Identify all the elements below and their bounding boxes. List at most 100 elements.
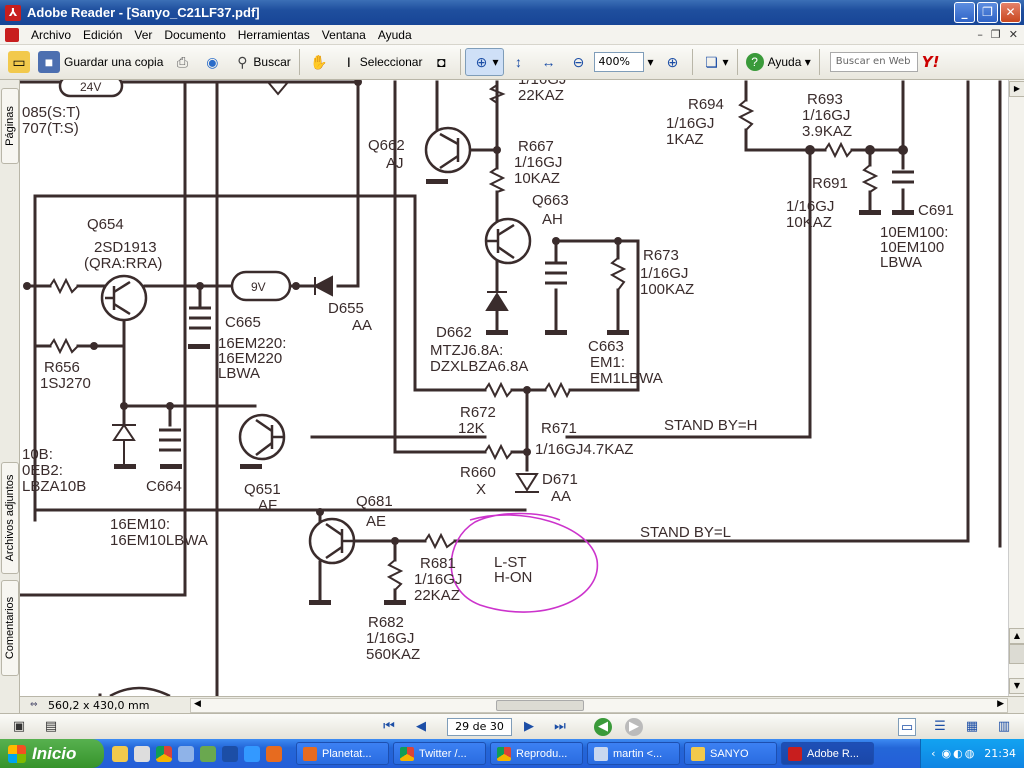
save-copy-label: Guardar una copia: [64, 55, 164, 69]
schematic-label: R667: [518, 138, 554, 155]
page-navigation-bar: ▣ ▤ ⏮ ◀ 29 de 30 ▶ ⏭ ◀ ▶ ▭ ☰ ▦ ▥: [0, 713, 1024, 739]
tab-pages[interactable]: Páginas: [1, 88, 19, 164]
horizontal-scroll-thumb[interactable]: [496, 700, 584, 711]
schematic-label: C664: [146, 478, 182, 495]
tab-comments[interactable]: Comentarios: [1, 580, 19, 676]
media-icon[interactable]: [134, 745, 150, 762]
schematic-label: EM1LBWA: [590, 370, 663, 387]
chrome-icon[interactable]: [156, 745, 172, 762]
taskbar-item[interactable]: martin <...: [587, 742, 680, 765]
continuous-icon[interactable]: ☰: [934, 719, 946, 734]
schematic-label: R681: [420, 555, 456, 572]
search-button[interactable]: ⚲ Buscar: [227, 48, 294, 76]
panel-expand-icon[interactable]: ▶: [1009, 81, 1024, 97]
tab-attachments[interactable]: Archivos adjuntos: [1, 462, 19, 574]
zoom-in-button[interactable]: ⊕: [658, 48, 688, 76]
minimize-button[interactable]: _: [954, 2, 975, 23]
scroll-up-icon[interactable]: ▲: [1009, 628, 1024, 644]
taskbar-item[interactable]: Planetat...: [296, 742, 389, 765]
horizontal-scrollbar[interactable]: ◀ ▶: [190, 698, 1008, 713]
doc-close-icon[interactable]: ✕: [1008, 28, 1018, 41]
page-layout-button[interactable]: ❏▾: [697, 48, 733, 76]
schematic-label: EM1:: [590, 354, 625, 371]
web-search-input[interactable]: Buscar en Web: [829, 52, 918, 72]
scroll-right-icon[interactable]: ▶: [997, 699, 1004, 709]
scroll-thumb[interactable]: [1009, 644, 1024, 664]
play-icon[interactable]: [222, 745, 238, 762]
snapshot-button[interactable]: ◘: [426, 48, 456, 76]
document-icon[interactable]: [5, 27, 19, 42]
schematic-label: 1SJ270: [40, 375, 91, 392]
schematic-label: R671: [541, 420, 577, 437]
window-icon[interactable]: [178, 745, 194, 762]
previous-page-icon[interactable]: ◀: [416, 719, 426, 734]
select-tool-button[interactable]: I Seleccionar: [334, 48, 427, 76]
forward-view-icon[interactable]: ▶: [625, 718, 643, 736]
continuous-facing-icon[interactable]: ▥: [997, 719, 1011, 734]
task-label: Adobe R...: [807, 747, 859, 760]
app-icon[interactable]: [112, 745, 128, 762]
help-button[interactable]: ? Ayuda ▾: [742, 48, 815, 76]
firefox-icon[interactable]: [266, 745, 282, 762]
taskbar-item[interactable]: SANYO: [684, 742, 777, 765]
taskbar-item[interactable]: Reprodu...: [490, 742, 583, 765]
zoom-out-button[interactable]: ⊖: [564, 48, 594, 76]
schematic-label: R673: [643, 247, 679, 264]
restore-button[interactable]: ❐: [977, 2, 998, 23]
single-page-icon[interactable]: ▭: [898, 718, 916, 736]
open-button[interactable]: ▭: [4, 48, 34, 76]
zoom-dropdown[interactable]: ▾: [647, 55, 654, 69]
first-page-icon[interactable]: ⏮: [383, 719, 395, 734]
menu-documento[interactable]: Documento: [164, 27, 226, 42]
schematic-label: LBWA: [880, 254, 922, 271]
adobe-reader-icon: ⅄: [5, 4, 21, 21]
schematic-label: C665: [225, 314, 261, 331]
next-page-icon[interactable]: ▶: [524, 719, 534, 734]
menu-edicion[interactable]: Edición: [83, 27, 123, 42]
menu-ventana[interactable]: Ventana: [321, 27, 366, 42]
taskbar-item[interactable]: Twitter /...: [393, 742, 486, 765]
zoom-tool-button[interactable]: ⊕▾: [465, 48, 504, 76]
zoom-input[interactable]: 400%: [593, 52, 644, 72]
menu-ver[interactable]: Ver: [134, 27, 153, 42]
panel-options-icon[interactable]: ▤: [44, 719, 58, 734]
email-button[interactable]: ◉: [197, 48, 227, 76]
panel-toggle-icon[interactable]: ▣: [12, 719, 26, 734]
schematic-label: 9V: [251, 280, 266, 294]
globe-icon[interactable]: [200, 745, 216, 762]
schematic-label: DZXLBZA6.8A: [430, 358, 528, 375]
scroll-down-icon[interactable]: ▼: [1009, 678, 1024, 694]
page-number-field[interactable]: 29 de 30: [447, 718, 512, 736]
taskbar-item-active[interactable]: Adobe R...: [781, 742, 874, 765]
back-view-icon[interactable]: ◀: [594, 718, 612, 736]
schematic-label: Q663: [532, 192, 569, 209]
schematic-label: R682: [368, 614, 404, 631]
doc-minimize-icon[interactable]: –: [977, 28, 983, 41]
scroll-left-icon[interactable]: ◀: [194, 699, 201, 709]
task-label: Planetat...: [322, 747, 372, 760]
ie-icon[interactable]: [244, 745, 260, 762]
schematic-label: Q681: [356, 493, 393, 510]
print-button[interactable]: ⎙: [167, 48, 197, 76]
doc-restore-icon[interactable]: ❐: [990, 28, 1001, 41]
menu-herramientas[interactable]: Herramientas: [237, 27, 310, 42]
schematic-label: STAND BY=L: [640, 524, 731, 541]
close-button[interactable]: ✕: [1000, 2, 1021, 23]
fit-width-button[interactable]: ↔: [534, 48, 564, 76]
save-copy-button[interactable]: ■ Guardar una copia: [34, 48, 167, 76]
document-view[interactable]: 24V 085(S:T) 707(T:S) Q654 2SD1913 (QRA:…: [20, 80, 1008, 696]
menu-ayuda[interactable]: Ayuda: [377, 27, 412, 42]
task-label: martin <...: [613, 747, 663, 760]
fit-page-button[interactable]: ↕: [504, 48, 534, 76]
title-bar[interactable]: ⅄ Adobe Reader - [Sanyo_C21LF37.pdf] _ ❐…: [0, 0, 1024, 25]
tray-icons[interactable]: ◉◐◍: [941, 747, 977, 760]
vertical-scrollbar[interactable]: ▶ ▲ ▼: [1008, 80, 1024, 696]
last-page-icon[interactable]: ⏭: [554, 719, 566, 734]
menu-archivo[interactable]: Archivo: [31, 27, 72, 42]
facing-icon[interactable]: ▦: [965, 719, 979, 734]
windows-logo-icon: [8, 744, 26, 763]
hand-tool-button[interactable]: ✋: [304, 48, 334, 76]
start-button[interactable]: Inicio: [0, 739, 104, 768]
tray-expand-icon[interactable]: ‹: [931, 747, 936, 760]
yahoo-icon[interactable]: Y!: [921, 53, 940, 71]
